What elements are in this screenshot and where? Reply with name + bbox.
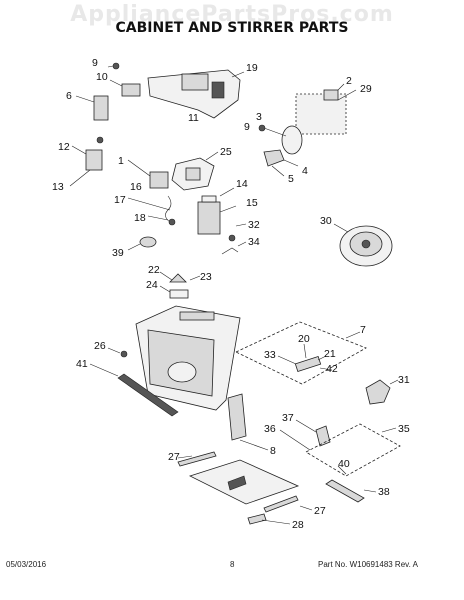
callout-7: 7 [360,324,366,336]
callout-14: 14 [236,178,248,190]
footer-part-number: Part No. W10691483 Rev. A [318,560,418,569]
callout-36: 36 [264,423,276,435]
callout-11: 11 [188,112,199,124]
part-10-clip [107,62,141,97]
callout-30: 30 [320,215,332,227]
callout-19: 19 [246,62,258,74]
part-27-tray [177,451,313,525]
part-4-5-bracket [263,149,299,177]
callout-27b: 27 [314,505,326,517]
callout-1: 1 [118,155,124,167]
callout-labels: 9 10 19 6 11 2 29 9 3 1 25 12 13 5 4 16 … [52,57,410,531]
callout-5: 5 [288,173,294,185]
callout-42: 42 [326,363,338,375]
callout-41: 41 [76,358,88,370]
callout-8: 8 [270,445,276,457]
callout-34: 34 [248,236,260,248]
part-12-13-holder [69,136,104,187]
callout-25: 25 [220,146,232,158]
callout-20: 20 [298,333,310,345]
callout-38: 38 [378,486,390,498]
callout-26: 26 [94,340,106,352]
part-8-panel [227,393,269,451]
part-19-assembly [147,69,245,119]
callout-29: 29 [360,83,372,95]
callout-18: 18 [134,212,146,224]
oven-cavity [135,305,241,411]
part-15-transformer [197,187,247,255]
callout-4: 4 [302,165,308,177]
callout-13: 13 [52,181,64,193]
part-30-stirrer-fan [333,223,393,267]
callout-16: 16 [130,181,142,193]
part-36-37-bracket [279,419,401,477]
part-2-29-switch [295,83,357,135]
callout-39: 39 [112,247,124,259]
callout-33: 33 [264,349,276,361]
footer-date: 05/03/2016 [6,560,47,569]
part-31-hinge [365,379,399,405]
callout-24: 24 [146,279,158,291]
callout-31: 31 [398,374,410,386]
callout-23: 23 [200,271,212,283]
part-38-40-rod [325,465,377,503]
callout-9b: 9 [244,121,250,133]
callout-35: 35 [398,423,410,435]
callout-40: 40 [338,458,350,470]
part-25-stirrer-motor [171,151,219,191]
callout-10: 10 [96,71,108,83]
callout-32: 32 [248,219,260,231]
part-7-frame [235,321,367,385]
callout-2: 2 [346,75,352,87]
callout-12: 12 [58,141,70,153]
callout-37: 37 [282,412,294,424]
part-39-bushing [127,236,157,251]
callout-9: 9 [92,57,98,69]
callout-3: 3 [256,111,262,123]
callout-6: 6 [66,90,72,102]
part-1-16-switch-assembly [127,159,176,226]
part-41-strip [89,363,179,417]
callout-28: 28 [292,519,304,531]
page-title: CABINET AND STIRRER PARTS [115,20,349,36]
watermark: AppliancePartsPros.com [70,2,394,27]
callout-22: 22 [148,264,160,276]
part-6-bracket [75,95,109,121]
callout-15: 15 [246,197,258,209]
part-22-24-stirrer-blade [159,271,201,299]
footer-page-number: 8 [230,560,235,569]
callout-27: 27 [168,451,180,463]
callout-17: 17 [114,194,126,206]
callout-21: 21 [324,348,336,360]
part-3-harness [258,124,303,155]
part-26-screw [107,347,128,358]
